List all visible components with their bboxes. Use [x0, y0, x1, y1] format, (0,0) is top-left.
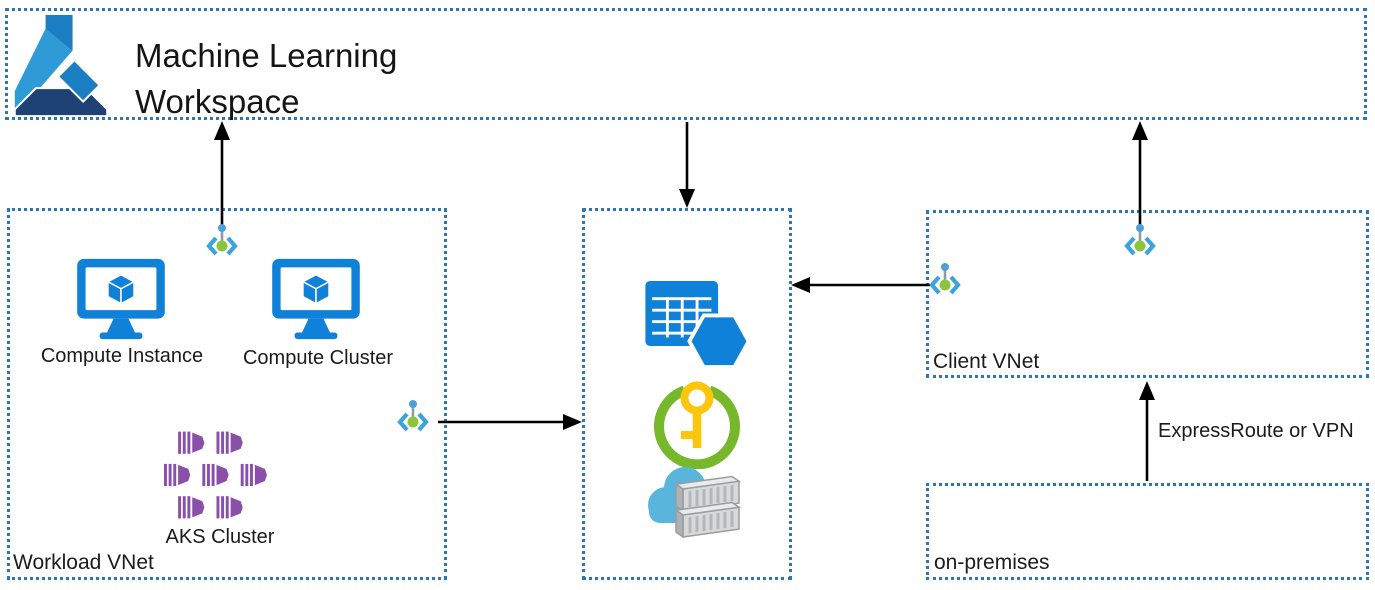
private-endpoint-icon	[397, 397, 429, 435]
shared-services-box	[582, 208, 792, 580]
private-endpoint-icon	[1124, 221, 1156, 259]
machine-learning-icon	[13, 15, 109, 117]
storage-account-icon	[645, 281, 751, 369]
ml-workspace-title: Machine Learning Workspace	[135, 37, 398, 121]
workload-vnet-label: Workload VNet	[13, 551, 154, 574]
on-premises-box: on-premises	[926, 483, 1369, 580]
private-endpoint-icon	[206, 221, 238, 259]
key-vault-icon	[654, 381, 740, 469]
workload-vnet-box: Compute Instance Compute Cluster AKS Clu…	[7, 208, 447, 580]
private-endpoint-icon	[929, 260, 961, 298]
aks-cluster-label: AKS Cluster	[165, 526, 275, 548]
client-vnet-label: Client VNet	[933, 350, 1040, 373]
container-registry-icon	[648, 467, 741, 539]
express-route-label: ExpressRoute or VPN	[1158, 420, 1354, 442]
compute-cluster-label: Compute Cluster	[242, 347, 394, 369]
compute-instance-label: Compute Instance	[40, 345, 204, 367]
on-premises-label: on-premises	[934, 551, 1050, 574]
ml-workspace-box: Machine Learning Workspace	[5, 8, 1367, 120]
